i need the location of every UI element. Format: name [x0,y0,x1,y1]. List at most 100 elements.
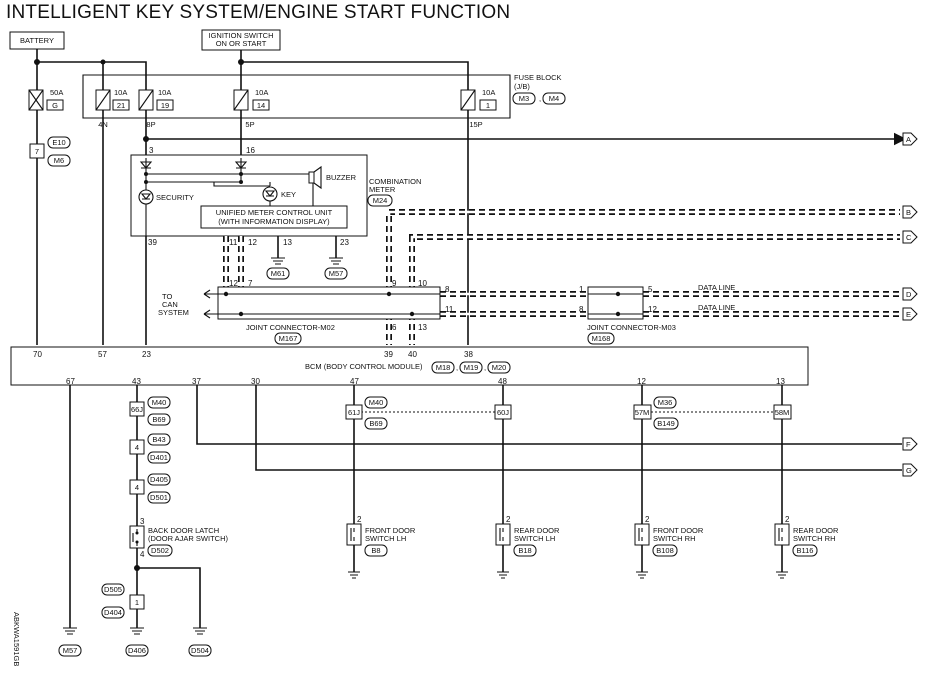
svg-text:4: 4 [135,483,139,492]
svg-text:7: 7 [35,147,39,156]
svg-text:KEY: KEY [281,190,296,199]
ground-d406: D406 [125,627,149,657]
svg-text:5P: 5P [245,120,254,129]
svg-text:,: , [539,94,541,103]
ground-d504: D504 [188,627,212,657]
svg-text:SWITCH LH: SWITCH LH [365,534,406,543]
svg-text:12: 12 [648,305,657,314]
svg-text:B69: B69 [152,415,165,424]
svg-text:39: 39 [148,238,157,247]
data-line-label-e: DATA LINE [698,303,735,312]
svg-text:BATTERY: BATTERY [20,36,54,45]
diagram-title: INTELLIGENT KEY SYSTEM/ENGINE START FUNC… [6,2,511,23]
svg-text:14: 14 [257,101,265,110]
svg-text:21: 21 [117,101,125,110]
svg-text:BACK DOOR LATCH: BACK DOOR LATCH [148,526,219,535]
battery-source: BATTERY [9,31,65,50]
svg-text:BCM (BODY CONTROL MODULE): BCM (BODY CONTROL MODULE) [305,362,423,371]
inline-connector-66j: 66J M40 B69 [129,396,171,426]
svg-text:B8: B8 [371,546,380,555]
svg-text:D501: D501 [150,493,168,502]
svg-text:11: 11 [445,305,454,314]
svg-text:43: 43 [132,377,141,386]
offpage-connectors: A B C D E F G [902,132,918,477]
svg-text:3: 3 [149,146,154,155]
svg-text:(WITH INFORMATION DISPLAY): (WITH INFORMATION DISPLAY) [218,217,330,226]
svg-text:D502: D502 [151,546,169,555]
svg-text:10A: 10A [255,88,268,97]
svg-text:57: 57 [98,350,107,359]
svg-text:M18: M18 [436,363,451,372]
svg-text:SWITCH RH: SWITCH RH [793,534,836,543]
svg-text:7: 7 [248,279,253,288]
inline-connector-e10: 7 E10 M6 [29,136,71,167]
svg-text:4: 4 [140,550,145,559]
svg-text:M40: M40 [152,398,167,407]
svg-text:30: 30 [251,377,260,386]
svg-text:M36: M36 [658,398,673,407]
svg-text:67: 67 [66,377,75,386]
svg-text:10A: 10A [114,88,127,97]
svg-text:8: 8 [579,305,584,314]
ground-m61: M61 [266,257,290,280]
back-door-latch-switch: 3 4 BACK DOOR LATCH (DOOR AJAR SWITCH) D… [129,517,229,559]
unified-meter-control-unit: UNIFIED METER CONTROL UNIT (WITH INFORMA… [200,205,348,229]
svg-text:BUZZER: BUZZER [326,173,357,182]
svg-text:D504: D504 [191,646,209,655]
svg-text:50A: 50A [50,88,63,97]
svg-text:SWITCH LH: SWITCH LH [514,534,555,543]
svg-text:M4: M4 [549,94,559,103]
svg-text:,: , [484,363,486,372]
svg-text:G: G [52,101,58,110]
svg-text:B18: B18 [518,546,531,555]
svg-text:2: 2 [357,515,362,524]
svg-text:2: 2 [645,515,650,524]
fuse-1: 10A 1 15P [460,88,497,129]
svg-text:M6: M6 [54,156,64,165]
svg-text:B149: B149 [657,419,675,428]
svg-text:B116: B116 [797,546,814,555]
svg-text:38: 38 [464,350,473,359]
ground-m57-bcm: M57 [58,627,82,657]
svg-text:SYSTEM: SYSTEM [158,308,189,317]
svg-text:13: 13 [418,323,427,332]
svg-text:13: 13 [283,238,292,247]
svg-text:E: E [906,310,911,319]
svg-text:12: 12 [637,377,646,386]
svg-text:12: 12 [229,279,238,288]
fuse-block: FUSE BLOCK (J/B) M3 , M4 [82,73,566,119]
svg-text:TO: TO [162,292,172,301]
svg-text:M20: M20 [492,363,507,372]
svg-text:B43: B43 [152,435,165,444]
joint-connector-m03: 1 8 5 12 JOINT CONNECTOR-M03 M168 [579,285,676,345]
svg-text:C: C [906,233,912,242]
svg-text:M61: M61 [271,269,286,278]
svg-text:2: 2 [785,515,790,524]
fuse-19: 10A 19 8P [138,88,174,129]
svg-text:SWITCH RH: SWITCH RH [653,534,696,543]
ground-m57-meter: M57 [324,257,348,280]
svg-text:FRONT DOOR: FRONT DOOR [365,526,416,535]
svg-text:6: 6 [392,323,397,332]
fuse-14: 10A 14 5P [233,88,270,129]
figure-code: ABKWA1591GB [12,612,21,666]
svg-text:13: 13 [776,377,785,386]
svg-text:8P: 8P [146,120,155,129]
svg-text:57M: 57M [635,408,650,417]
svg-text:M3: M3 [519,94,529,103]
svg-text:8: 8 [445,285,450,294]
svg-text:60J: 60J [497,408,509,417]
svg-text:10A: 10A [158,88,171,97]
svg-text:D405: D405 [150,475,168,484]
svg-text:M168: M168 [592,334,611,343]
svg-text:37: 37 [192,377,201,386]
svg-text:F: F [906,440,911,449]
svg-text:19: 19 [161,101,169,110]
svg-text:REAR DOOR: REAR DOOR [514,526,560,535]
front-door-switch-rh: 57M M36 B149 2 FRONT DOOR SWITCH RH B108 [633,385,704,579]
bcm-module: 70 57 23 39 40 38 BCM (BODY CONTROL MODU… [10,346,809,386]
svg-text:SECURITY: SECURITY [156,193,194,202]
svg-text:,: , [456,363,458,372]
svg-text:4: 4 [135,443,139,452]
svg-text:10: 10 [418,279,427,288]
